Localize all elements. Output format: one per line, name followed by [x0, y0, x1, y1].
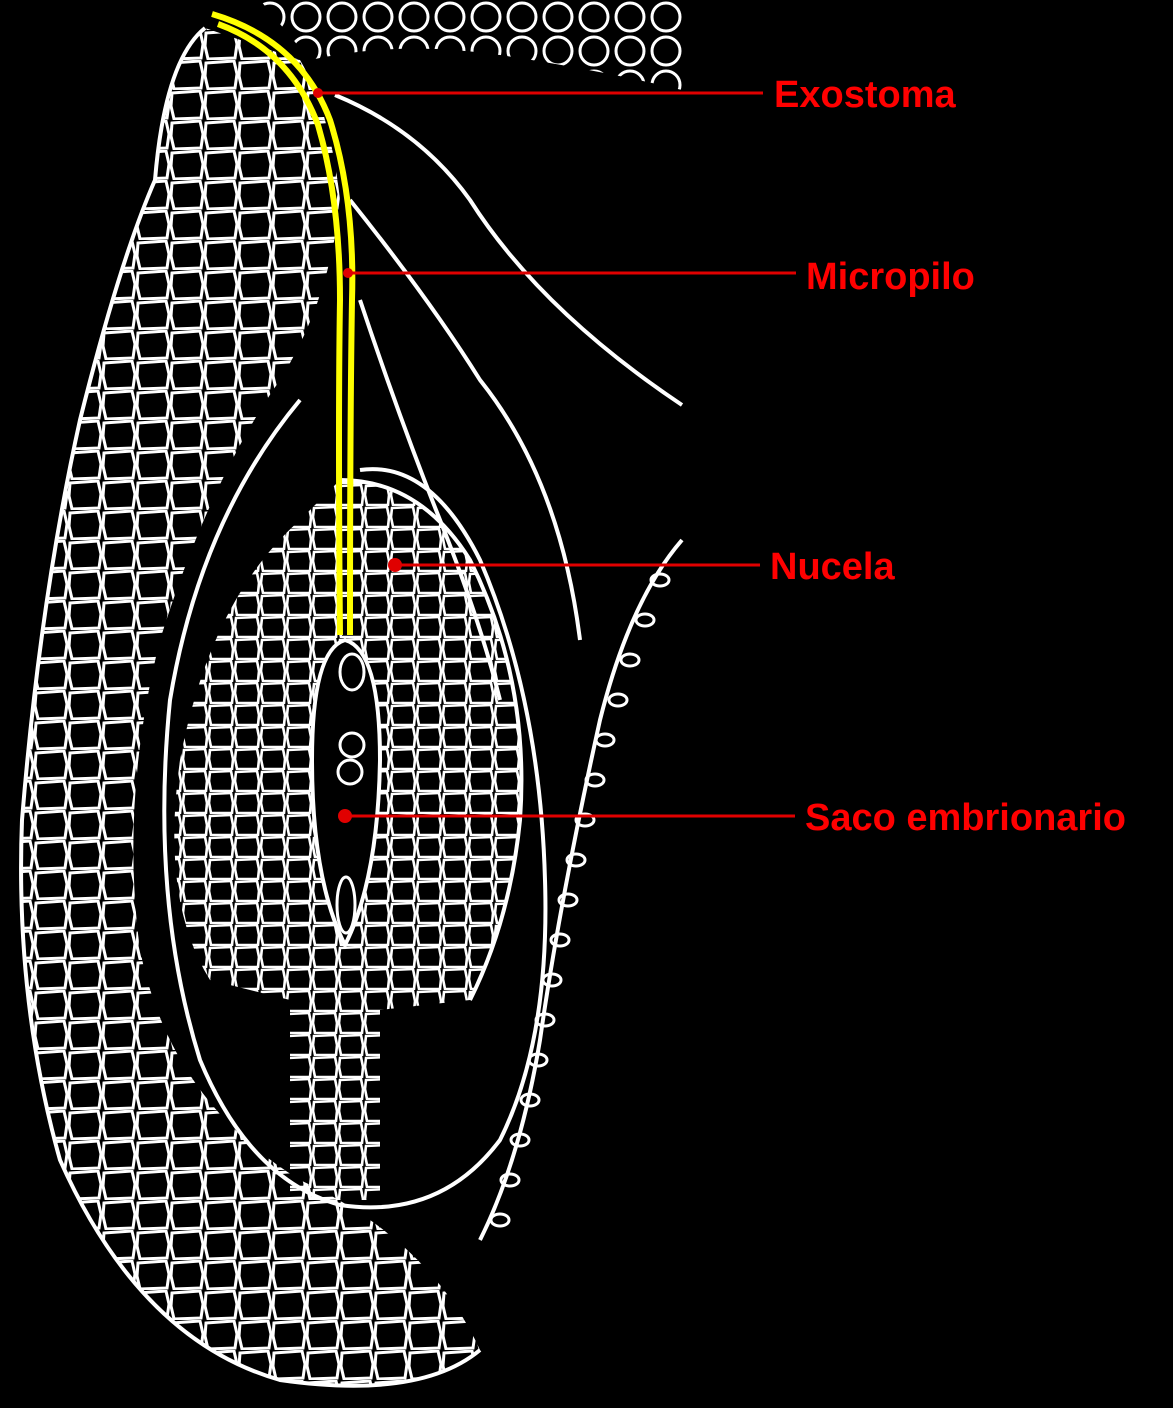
dot-micropilo [343, 268, 353, 278]
dot-exostoma [313, 88, 323, 98]
label-exostoma: Exostoma [774, 76, 956, 114]
label-nucela: Nucela [770, 548, 895, 586]
label-saco-embrionario: Saco embrionario [805, 799, 1126, 837]
dot-nucela [388, 558, 402, 572]
dot-saco [338, 809, 352, 823]
label-micropilo: Micropilo [806, 258, 975, 296]
